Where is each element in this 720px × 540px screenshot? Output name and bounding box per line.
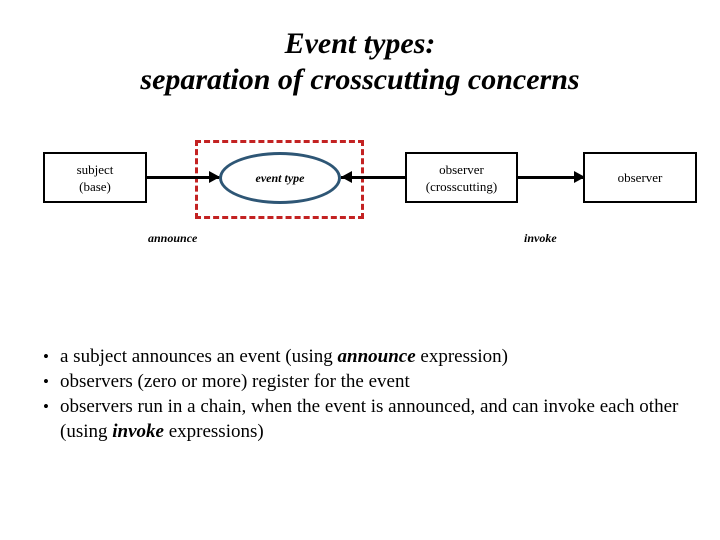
node-observer-crosscutting: observer (crosscutting) (405, 152, 518, 203)
connector-observer-to-event (341, 176, 407, 179)
node-observer: observer (583, 152, 697, 203)
arrowhead-left-icon (341, 171, 352, 183)
connector-observer-to-observer (518, 176, 585, 179)
arrowhead-right-icon (209, 171, 220, 183)
title-line-2: separation of crosscutting concerns (140, 63, 580, 96)
bullet-marker-icon: • (43, 397, 49, 416)
page-title: Event types: separation of crosscutting … (0, 26, 720, 98)
node-event-type: event type (219, 152, 341, 204)
plain-text-run: observers (zero or more) register for th… (60, 371, 410, 392)
bullet-marker-icon: • (43, 372, 49, 391)
emphasized-term: invoke (112, 421, 164, 442)
plain-text-run: a subject announces an event (using (60, 346, 338, 367)
list-item: • a subject announces an event (using ann… (34, 344, 694, 369)
node-observer-cc-label-1: observer (439, 161, 484, 177)
list-item-text: observers (zero or more) register for th… (60, 369, 694, 394)
plain-text-run: expression) (415, 346, 509, 367)
arrowhead-right-icon-2 (574, 171, 585, 183)
event-type-diagram: subject (base) event type observer (cros… (43, 140, 697, 245)
node-subject-base: subject (base) (43, 152, 147, 203)
plain-text-run: observers run in a chain, when the event… (60, 396, 679, 442)
bullet-list: • a subject announces an event (using ann… (34, 344, 694, 444)
emphasized-term: announce (337, 346, 416, 367)
list-item: • observers run in a chain, when the even… (34, 394, 694, 444)
edge-label-invoke: invoke (524, 231, 557, 245)
list-item-text: a subject announces an event (using anno… (60, 344, 694, 369)
node-observer-label-1: observer (617, 170, 663, 185)
node-subject-label-2: (base) (79, 178, 111, 194)
edge-label-announce: announce (148, 231, 198, 245)
list-item: • observers (zero or more) register for t… (34, 369, 694, 394)
bullet-marker-icon: • (43, 347, 49, 366)
node-event-type-label: event type (255, 170, 305, 185)
plain-text-run: expressions) (163, 421, 264, 442)
aspect-region-boundary (195, 140, 364, 219)
node-observer-cc-label-2: (crosscutting) (425, 178, 498, 194)
node-subject-label-1: subject (76, 161, 114, 177)
connector-subject-to-event (147, 176, 219, 179)
list-item-text: observers run in a chain, when the event… (60, 394, 694, 444)
title-line-1: Event types: (284, 27, 436, 60)
